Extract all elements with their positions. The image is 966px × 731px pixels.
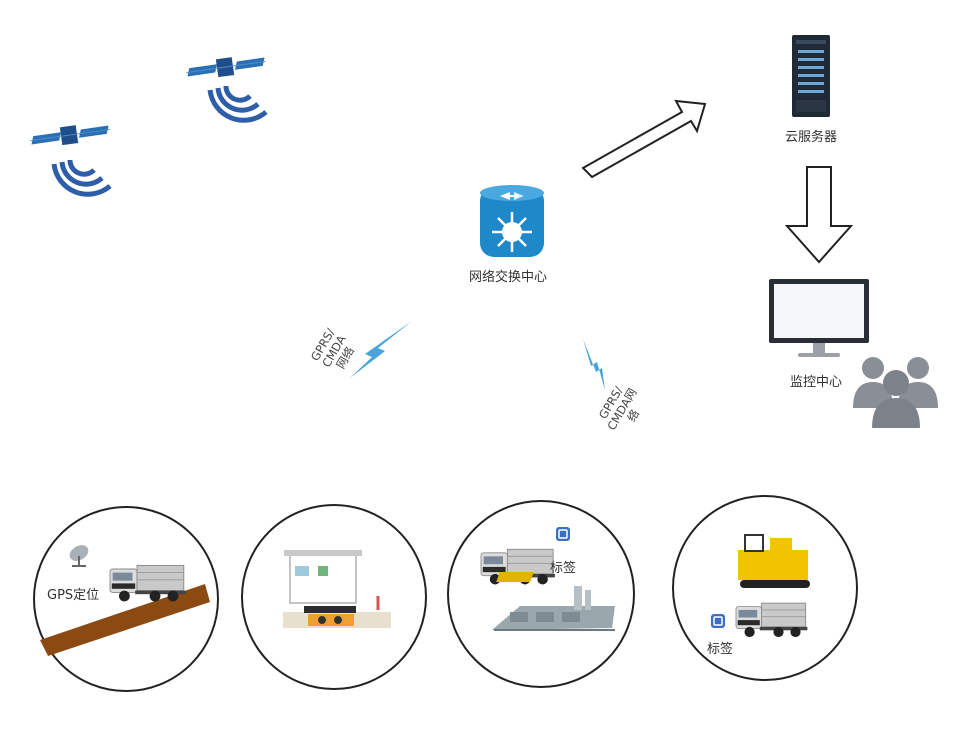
server-icon (792, 35, 830, 117)
arrow-to-monitor (784, 166, 854, 264)
tag-label: 标签 (550, 561, 577, 576)
satellite-icon (28, 120, 112, 150)
monitor-icon (769, 279, 869, 357)
lightning-icon (583, 339, 605, 390)
tag-icon (710, 613, 726, 629)
network-center-label: 网络交换中心 (469, 270, 548, 285)
gps-label: GPS定位 (47, 588, 100, 603)
cloud-server-label: 云服务器 (785, 130, 838, 145)
people-icon (853, 357, 938, 428)
lightning-icon (350, 321, 412, 378)
site-circle-weighbridge (241, 504, 427, 690)
tag-icon (555, 526, 571, 542)
satellite-waves (54, 160, 110, 194)
router-icon (480, 185, 544, 257)
paver-icon (496, 534, 810, 588)
tag-label: 标签 (707, 642, 734, 657)
site-circle-gps (33, 506, 219, 692)
monitor-center-label: 监控中心 (790, 375, 843, 390)
site-circle-paver (496, 495, 858, 681)
arrow-to-cloud (581, 99, 707, 179)
weighbridge-icon (283, 550, 391, 628)
gps-dish-icon (69, 545, 89, 567)
mixing-plant-icon (492, 586, 615, 631)
satellite-icon (184, 52, 268, 82)
site-circle-plant (447, 500, 635, 688)
satellite-waves (210, 86, 266, 120)
